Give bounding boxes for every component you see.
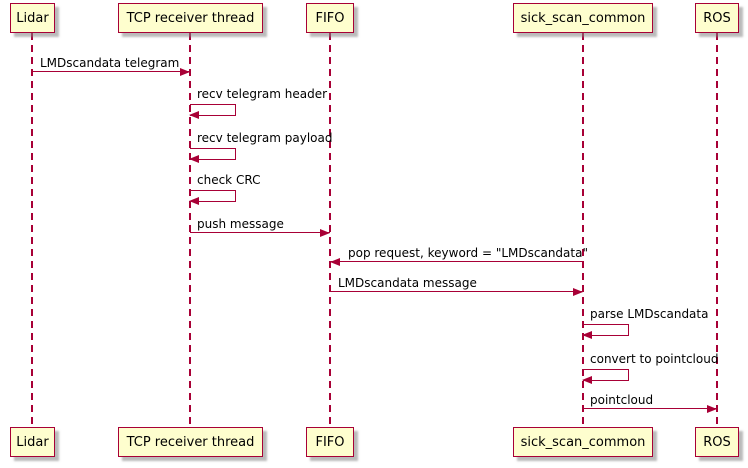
arrowhead-left-icon: [582, 331, 592, 339]
lifeline-lidar: [31, 33, 33, 427]
self-message-loop: [190, 148, 236, 160]
message-label: parse LMDscandata: [590, 307, 709, 321]
arrowhead-right-icon: [707, 405, 717, 413]
message-line: [32, 71, 190, 72]
arrowhead-left-icon: [189, 111, 199, 119]
message-label: convert to pointcloud: [590, 352, 719, 366]
self-message-loop: [583, 369, 629, 381]
participant-fifo-top: FIFO: [306, 3, 354, 33]
message-label: LMDscandata message: [338, 276, 477, 290]
arrowhead-left-icon: [189, 155, 199, 163]
message-label: LMDscandata telegram: [40, 56, 180, 70]
participant-tcp-top: TCP receiver thread: [118, 3, 263, 33]
arrowhead-left-icon: [582, 376, 592, 384]
participant-sick-bottom: sick_scan_common: [513, 427, 653, 457]
arrowhead-left-icon: [330, 258, 340, 266]
participant-ros-bottom: ROS: [695, 427, 739, 457]
self-message-loop: [190, 190, 236, 202]
arrowhead-left-icon: [189, 197, 199, 205]
participant-sick-top: sick_scan_common: [513, 3, 653, 33]
message-label: check CRC: [197, 173, 261, 187]
arrowhead-right-icon: [573, 288, 583, 296]
lifeline-tcp-receiver: [189, 33, 191, 427]
self-message-loop: [190, 104, 236, 116]
lifeline-fifo: [329, 33, 331, 427]
lifeline-sick-scan-common: [582, 33, 584, 427]
participant-fifo-bottom: FIFO: [306, 427, 354, 457]
arrowhead-right-icon: [180, 68, 190, 76]
message-label: recv telegram header: [197, 87, 328, 101]
self-message-loop: [583, 324, 629, 336]
message-line: [190, 232, 330, 233]
message-label: pop request, keyword = "LMDscandata": [348, 246, 588, 260]
message-line: [583, 408, 717, 409]
participant-lidar-bottom: Lidar: [10, 427, 55, 457]
message-line: [330, 261, 583, 262]
message-label: recv telegram payload: [197, 131, 333, 145]
participant-tcp-bottom: TCP receiver thread: [118, 427, 263, 457]
message-line: [330, 291, 583, 292]
message-label: push message: [197, 217, 284, 231]
message-label: pointcloud: [590, 393, 654, 407]
arrowhead-right-icon: [320, 229, 330, 237]
lifeline-ros: [716, 33, 718, 427]
participant-ros-top: ROS: [695, 3, 739, 33]
participant-lidar-top: Lidar: [10, 3, 55, 33]
